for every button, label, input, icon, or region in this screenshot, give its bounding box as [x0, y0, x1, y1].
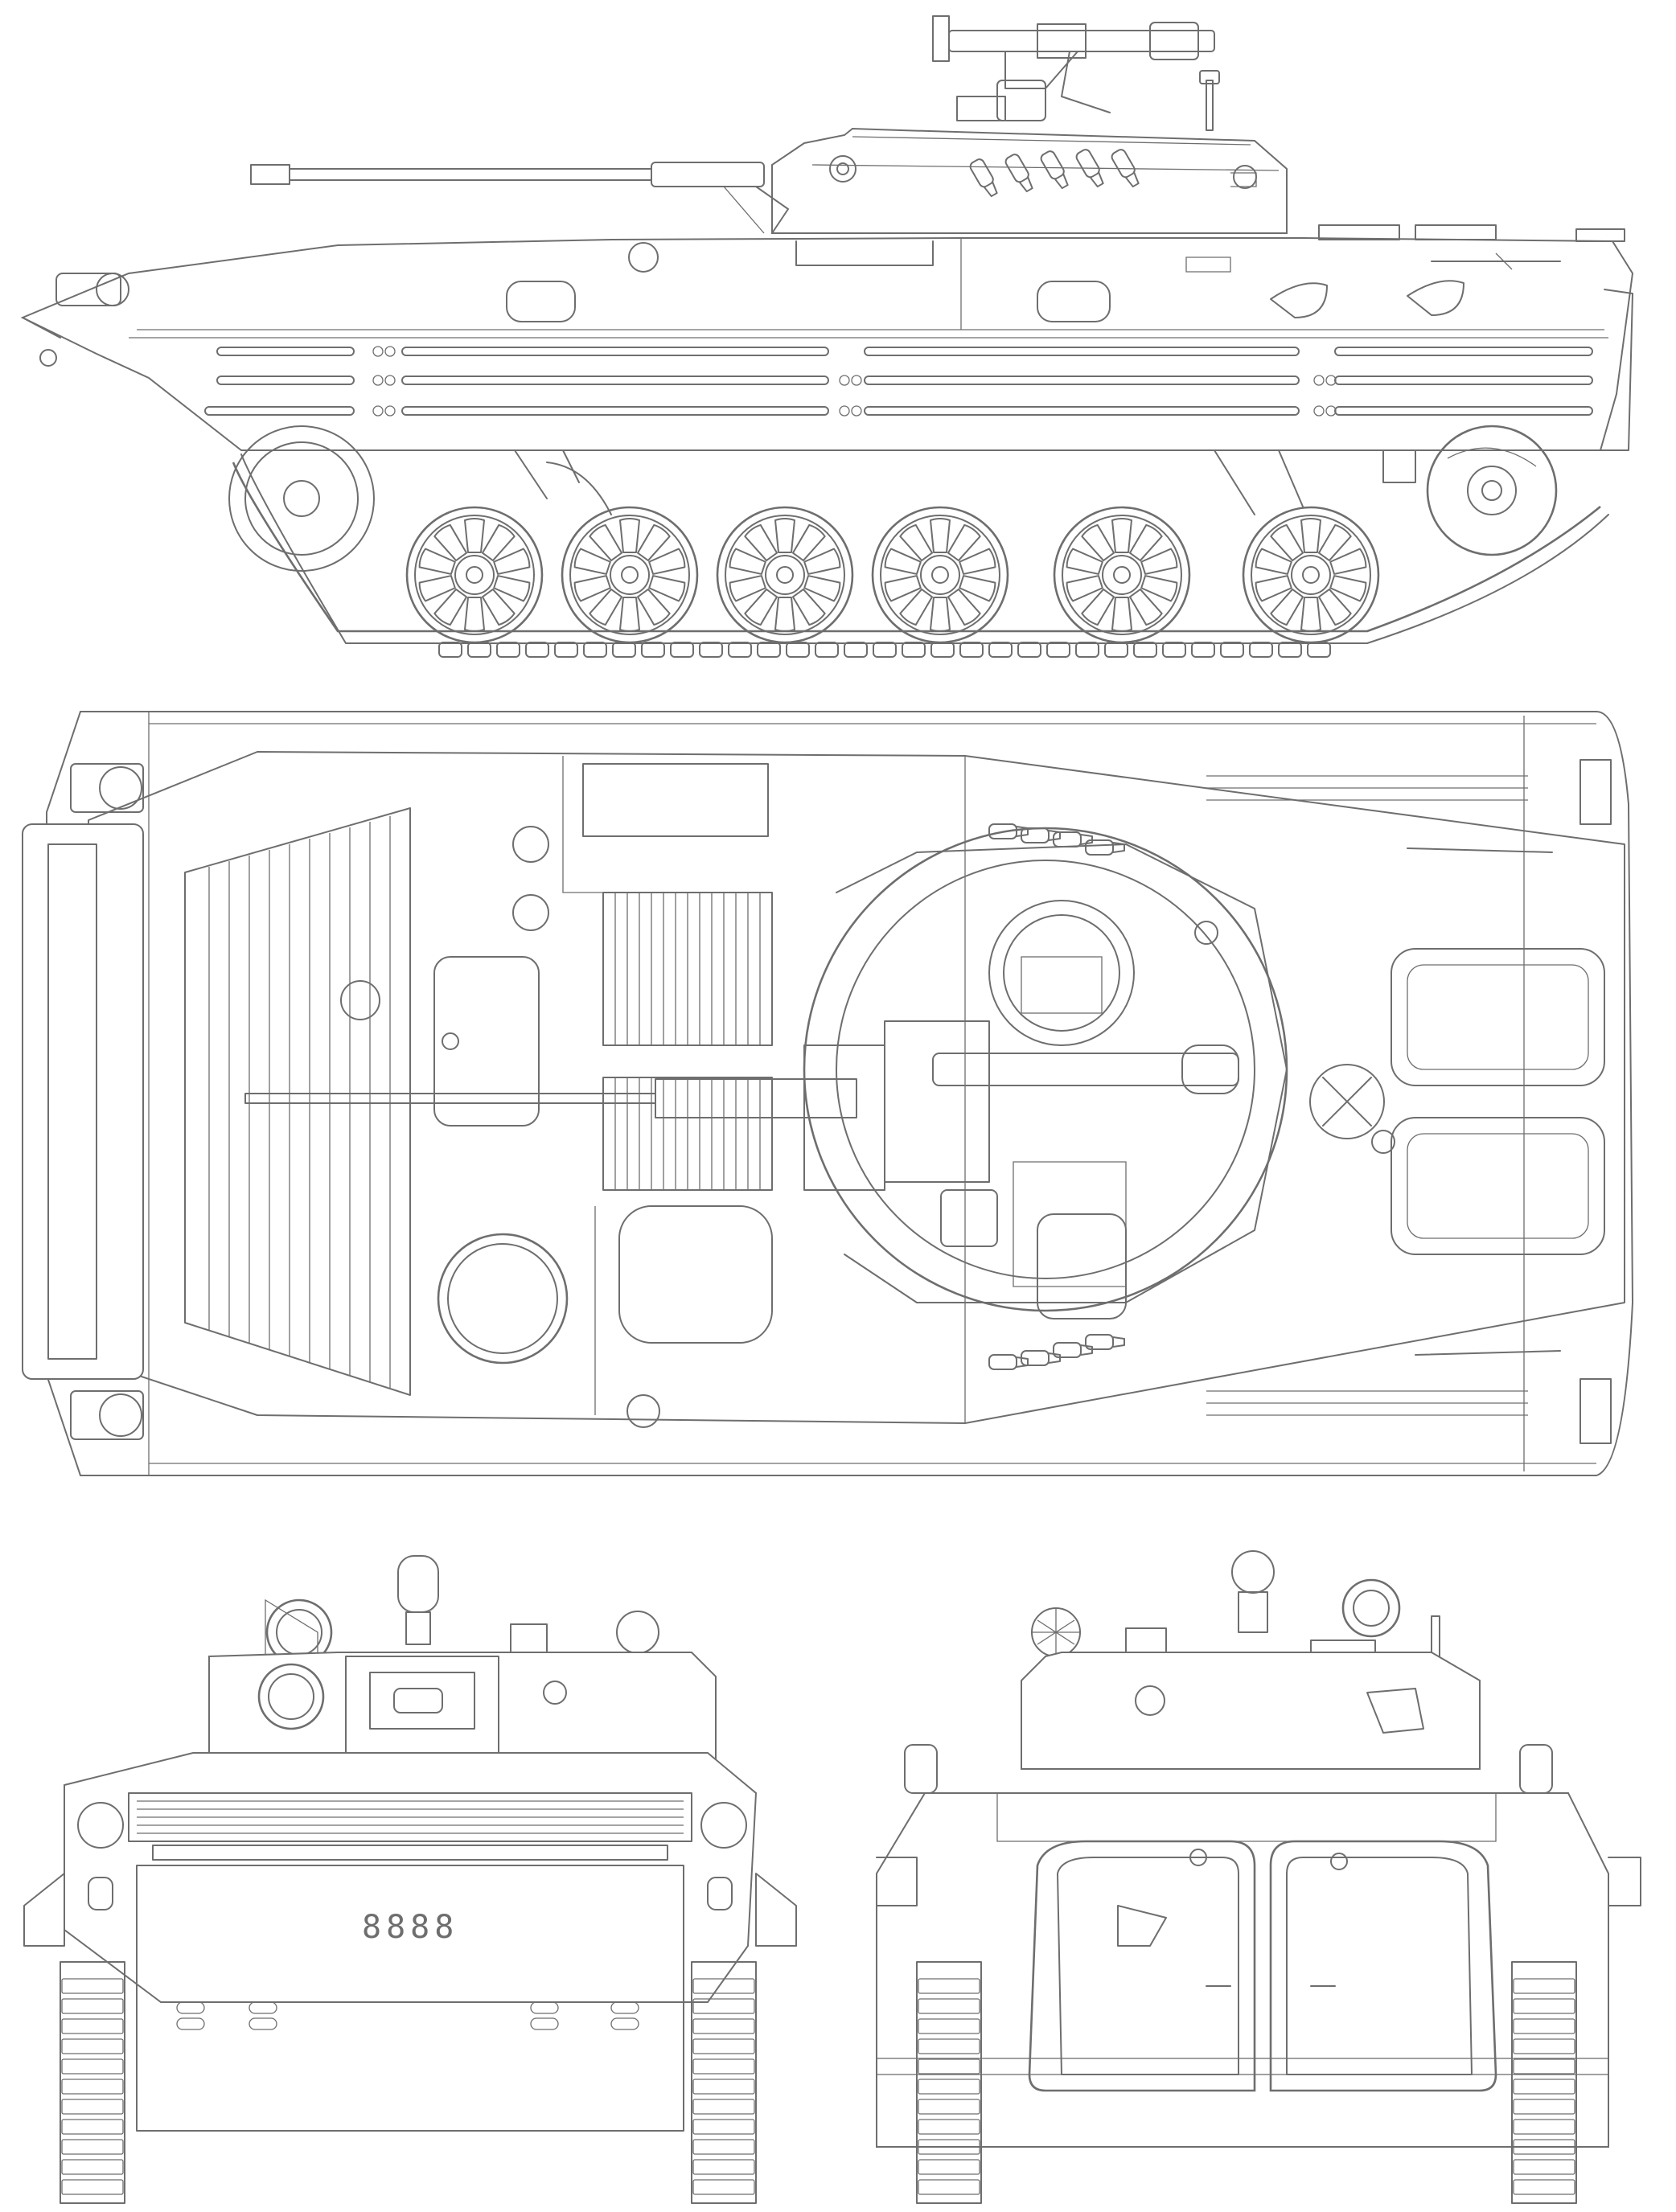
turret-top: [244, 823, 1288, 1370]
rear-doors: [1028, 1840, 1497, 2092]
running-gear: [228, 425, 1609, 658]
autocannon-side: [250, 162, 789, 234]
front-tracks: [60, 1961, 757, 2204]
top-view: [22, 711, 1634, 1476]
hull-side: [20, 224, 1634, 451]
side-view: [20, 15, 1634, 658]
troop-hatches-top: [1309, 948, 1605, 1255]
turret-side: [771, 70, 1288, 234]
atgm-launcher: [932, 15, 1215, 121]
rear-tracks: [916, 1961, 1577, 2204]
front-view: 8888: [23, 1555, 797, 2204]
hull-number: 8888: [362, 1909, 458, 1946]
rear-view: [876, 1550, 1641, 2204]
engine-grille: [602, 892, 773, 1191]
track-blocks: [438, 642, 1331, 658]
